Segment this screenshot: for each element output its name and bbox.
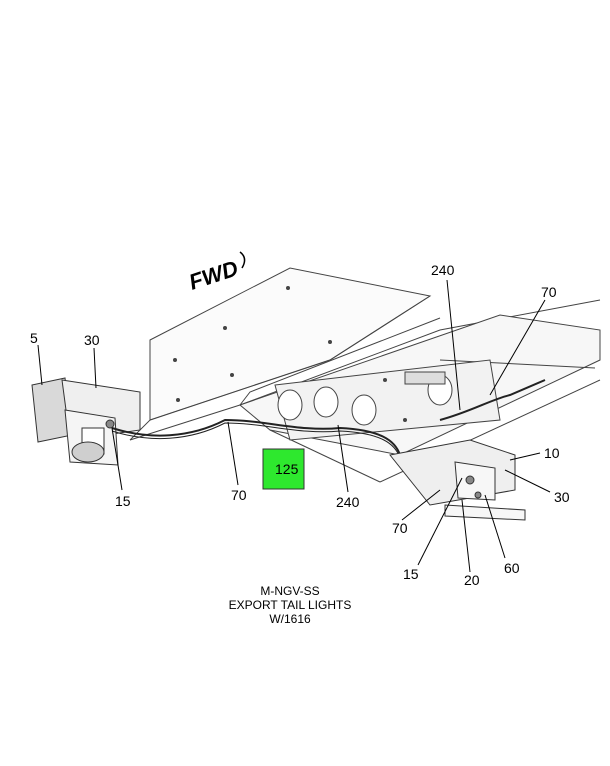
callout-70-left: 70 [231,487,247,503]
left-tail-light-assembly [31,377,141,466]
callout-60: 60 [504,560,520,576]
callout-30-right: 30 [554,489,570,505]
fwd-label: FWD [186,255,241,294]
callout-labels: 5 30 15 70 240 240 70 10 30 70 15 20 60 [30,262,570,588]
callout-240-top: 240 [431,262,455,278]
leader-lines [37,279,551,573]
callout-240-bottom: 240 [336,494,360,510]
callout-30-left: 30 [84,332,100,348]
highlight-callout-125: 125 [262,448,305,490]
frame-rail-upper [129,267,601,441]
callout-70-top: 70 [541,284,557,300]
fwd-indicator: FWD [186,251,246,295]
rail-holes [173,286,407,422]
callout-70-right: 70 [392,520,408,536]
callout-15-right: 15 [403,566,419,582]
caption-code: W/1616 [269,612,311,626]
right-tail-light-assembly [389,439,526,521]
callout-10: 10 [544,445,560,461]
highlight-label: 125 [275,461,299,477]
highlight-box [262,448,305,490]
fwd-arrow-icon [239,251,246,269]
caption-title: EXPORT TAIL LIGHTS [228,598,352,612]
callout-15-left: 15 [115,493,131,509]
caption-model: M-NGV-SS [260,584,320,598]
callout-5: 5 [30,330,38,346]
cross-member [274,359,501,441]
callout-20: 20 [464,572,480,588]
